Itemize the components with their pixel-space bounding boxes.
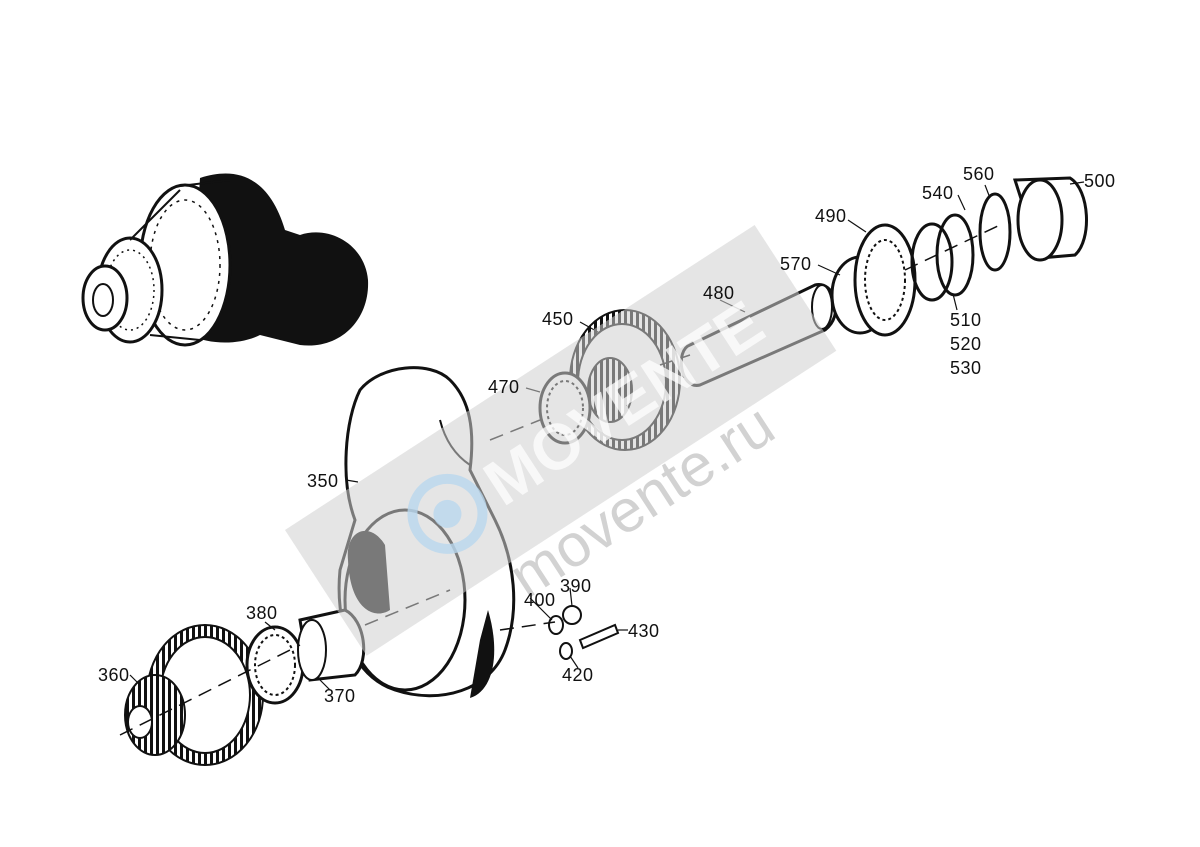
collar-part-370 — [297, 608, 366, 682]
part-label-480: 480 — [703, 283, 735, 303]
part-label-360: 360 — [98, 665, 130, 685]
part-label-540: 540 — [922, 183, 954, 203]
part-label-510: 510 — [950, 310, 982, 330]
part-label-570: 570 — [780, 254, 812, 274]
part-label-490: 490 — [815, 206, 847, 226]
part-label-520: 520 — [950, 334, 982, 354]
part-label-380: 380 — [246, 603, 278, 623]
housing-part-350 — [337, 366, 516, 698]
part-label-420: 420 — [562, 665, 594, 685]
part-label-350: 350 — [307, 471, 339, 491]
part-label-400: 400 — [524, 590, 556, 610]
part-label-560: 560 — [963, 164, 995, 184]
bearing-part-380 — [245, 625, 305, 705]
part-label-370: 370 — [324, 686, 356, 706]
part-label-450: 450 — [542, 309, 574, 329]
gear-part-360 — [124, 624, 264, 766]
bearing-part-490 — [830, 223, 917, 337]
cap-part-500 — [1012, 176, 1088, 262]
assembled-unit-illustration — [81, 173, 369, 347]
part-label-430: 430 — [628, 621, 660, 641]
part-label-530: 530 — [950, 358, 982, 378]
bearing-part-470 — [538, 371, 592, 445]
part-label-470: 470 — [488, 377, 520, 397]
ring-set-540-560 — [910, 192, 1012, 302]
part-label-500: 500 — [1084, 171, 1116, 191]
part-label-390: 390 — [560, 576, 592, 596]
fastener-parts — [548, 605, 620, 660]
